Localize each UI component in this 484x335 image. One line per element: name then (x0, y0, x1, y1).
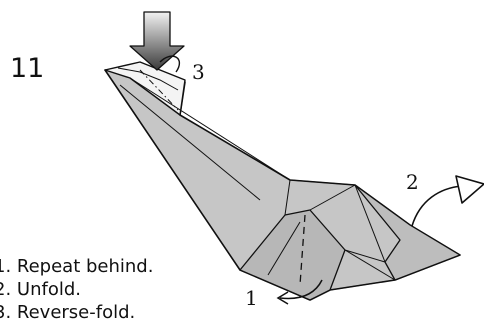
instruction-list: 1. Repeat behind. 2. Unfold. 3. Reverse-… (0, 255, 153, 324)
instruction-3: 3. Reverse-fold. (0, 301, 153, 324)
unfold-arrow-icon (412, 176, 484, 226)
callout-3: 3 (192, 62, 205, 82)
callout-2: 2 (406, 172, 419, 192)
instruction-1: 1. Repeat behind. (0, 255, 153, 278)
step-number: 11 (10, 55, 44, 82)
instruction-2: 2. Unfold. (0, 278, 153, 301)
callout-1: 1 (245, 288, 258, 308)
push-arrow-icon (130, 12, 184, 70)
